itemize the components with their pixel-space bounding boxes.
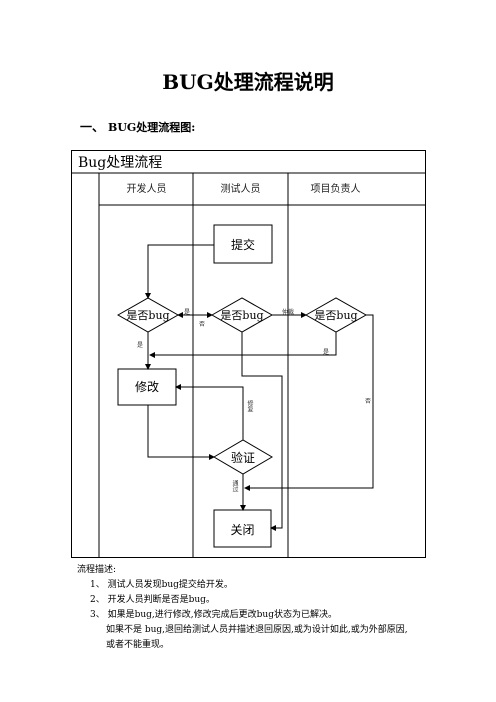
section-number: 一、 — [80, 120, 105, 134]
document-title: BUG处理流程说明 — [162, 70, 334, 94]
modify-label: 修改 — [134, 380, 159, 394]
verify-label: 验证 — [230, 451, 255, 465]
description-continuation-1: 如果不是 bug,退回给测试人员并描述退回原因,或为设计如此,或为外部原因, — [106, 625, 408, 635]
edge-test-to-close — [241, 332, 283, 531]
edge-submit-to-dev — [145, 244, 214, 299]
lane-developer: 开发人员 — [126, 184, 167, 195]
lead-decision-label: 是否bug — [314, 309, 358, 322]
description-continuation-2: 或者不能重现。 — [106, 640, 170, 650]
edge-modify-to-verify — [147, 405, 215, 460]
edge-lead-to-verify — [244, 314, 374, 491]
item-number: 2、 — [90, 595, 105, 605]
verify-decision-node — [213, 439, 273, 475]
lane-tester: 测试人员 — [220, 184, 261, 195]
flowchart-title: Bug处理流程 — [78, 155, 163, 171]
edge-label-dev-to-test-no: 否 — [199, 321, 206, 328]
item-number: 3、 — [90, 610, 105, 620]
flowchart-frame — [71, 150, 426, 558]
edge-lead-to-modify — [149, 332, 337, 358]
edge-verify-to-modify — [175, 384, 244, 440]
edge-label-arbitration: 仲裁 — [282, 309, 295, 316]
edge-label-pass: 通过 — [231, 480, 238, 492]
close-label: 关闭 — [230, 523, 255, 537]
close-node — [213, 509, 272, 548]
item-text: 如果是bug,进行修改,修改完成后更改bug状态为已解决。 — [107, 610, 337, 620]
dev-decision-label: 是否bug — [126, 309, 170, 322]
edge-label-fix: 修复 — [246, 400, 253, 412]
edge-label-dev-to-test-yes: 是 — [184, 309, 191, 316]
description-item-2: 2、 开发人员判断是否是bug。 — [90, 593, 215, 608]
section-title: BUG处理流程图: — [108, 121, 196, 134]
test-decision-label: 是否bug — [220, 309, 264, 322]
lane-lead: 项目负责人 — [310, 184, 361, 195]
section-heading: 一、BUG处理流程图: — [80, 118, 195, 135]
edge-label-lead-yes: 是 — [323, 349, 330, 356]
description-label: 流程描述: — [77, 565, 117, 575]
edge-label-lead-no: 否 — [365, 398, 372, 405]
description-item-1: 1、 测试人员发现bug提交给开发。 — [90, 578, 233, 593]
submit-label: 提交 — [230, 238, 255, 252]
item-number: 1、 — [90, 580, 105, 590]
item-text: 开发人员判断是否是bug。 — [107, 595, 215, 605]
edge-label-dev-yes: 是 — [137, 342, 144, 349]
submit-node — [213, 224, 273, 264]
description-item-3: 3、 如果是bug,进行修改,修改完成后更改bug状态为已解决。 — [90, 608, 337, 623]
item-text: 测试人员发现bug提交给开发。 — [107, 580, 233, 590]
